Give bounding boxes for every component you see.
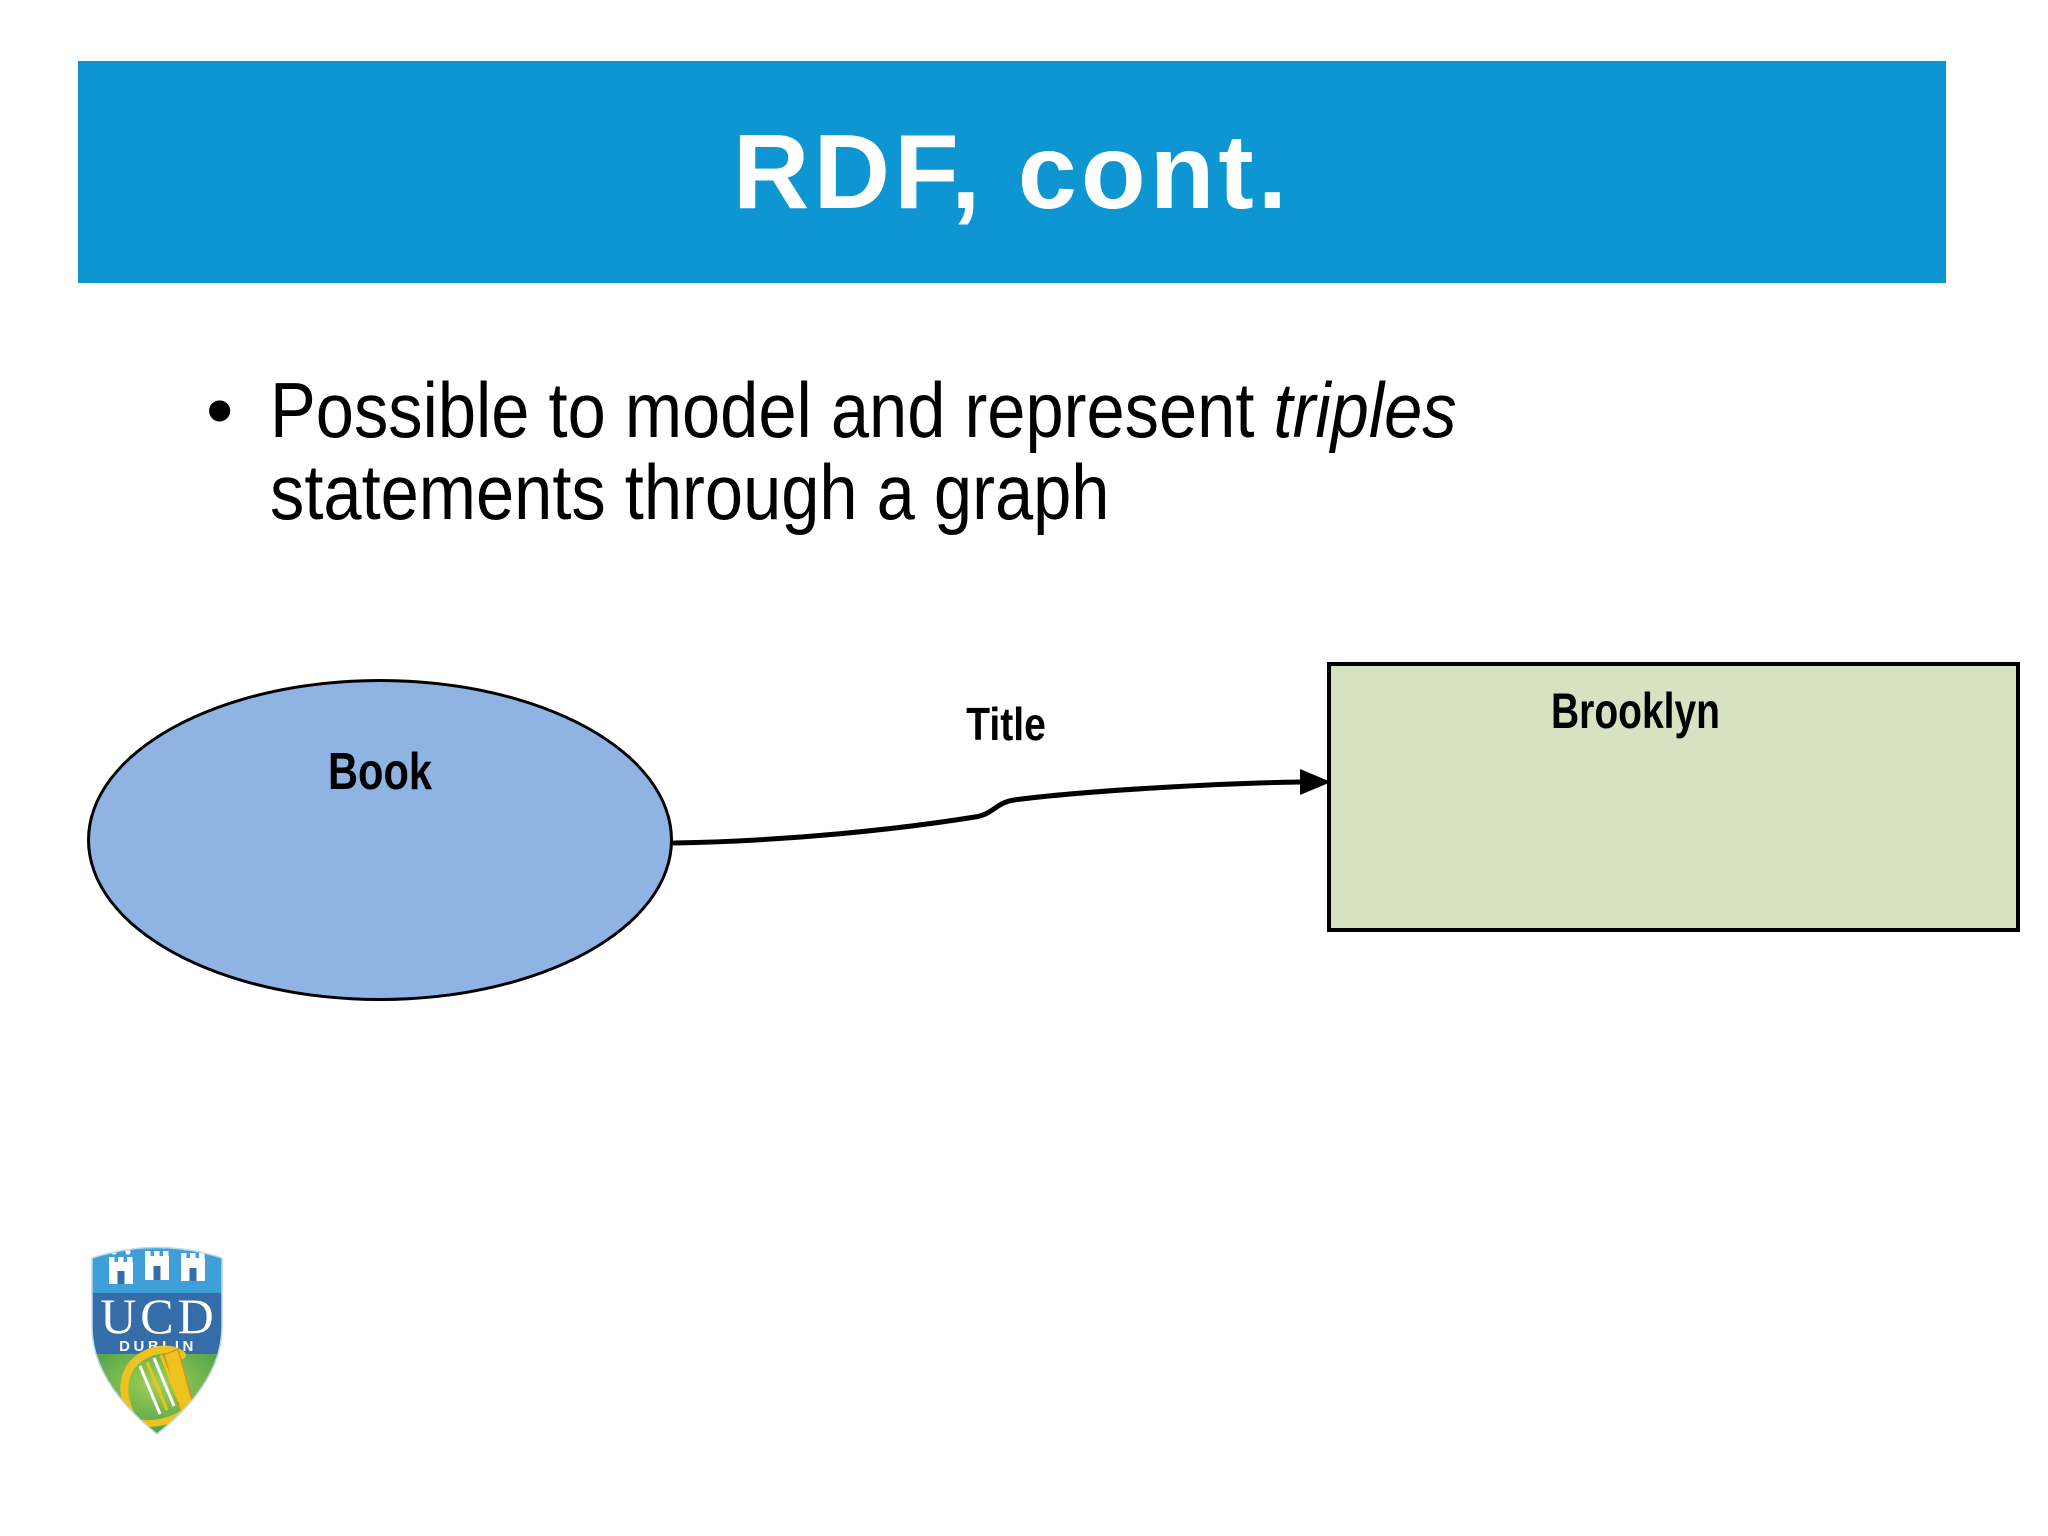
bullet-line-2: statements through a graph <box>270 448 1110 536</box>
predicate-arrow-line <box>671 779 1305 846</box>
subject-node-ellipse <box>87 679 673 1001</box>
predicate-arrowhead-icon <box>1300 769 1331 795</box>
bullet-line-1-italic: triples <box>1273 366 1457 454</box>
logo-acronym-text: UCD <box>100 1288 218 1344</box>
bullet-item: • Possible to model and represent triple… <box>206 369 1618 533</box>
bullet-marker: • <box>206 366 234 454</box>
object-node-box: Brooklyn <box>1327 662 2020 932</box>
subject-node-label: Book <box>328 743 432 801</box>
logo-shield-outline <box>91 1246 223 1435</box>
logo-castles-icon <box>109 1247 205 1284</box>
ucd-dublin-logo-icon: UCD DUBLIN <box>91 1246 223 1435</box>
object-node-label: Brooklyn <box>1550 683 1721 739</box>
slide-title: RDF, cont. <box>732 112 1292 231</box>
logo-band-darkblue <box>92 1293 222 1354</box>
bullet-text: Possible to model and represent triples … <box>270 369 1457 533</box>
predicate-edge-label: Title <box>966 698 1046 750</box>
bullet-line-1: Possible to model and represent triples <box>270 369 1457 451</box>
bullet-line-1-regular: Possible to model and represent <box>270 366 1274 454</box>
slide-title-bar: RDF, cont. <box>78 61 1946 283</box>
